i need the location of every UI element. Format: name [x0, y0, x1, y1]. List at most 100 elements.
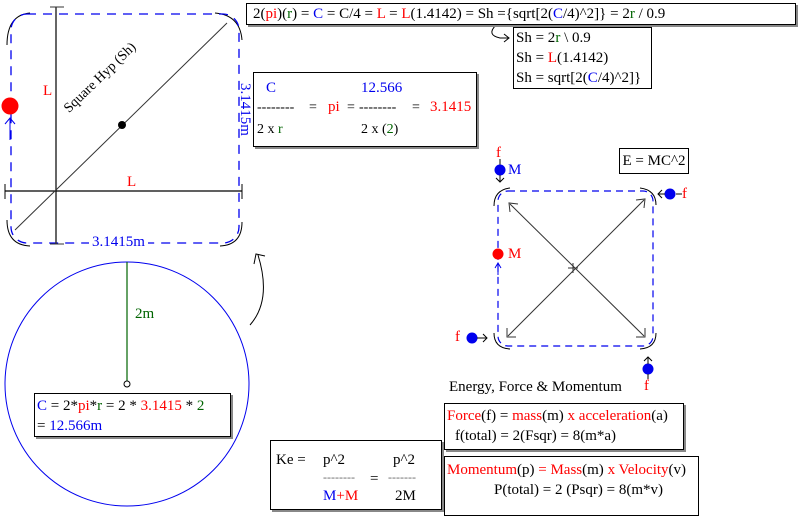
circle-center	[123, 380, 131, 388]
sh-l1r: r	[555, 30, 561, 46]
pi-den-right: 2 x (	[361, 122, 387, 137]
pi-den-left-r: r	[278, 122, 283, 137]
force-m: (m)	[542, 408, 568, 424]
te-p3: ) =	[292, 6, 314, 22]
efm-title: Energy, Force & Momentum	[449, 379, 622, 395]
top-blue-mass	[494, 164, 506, 176]
pi-num-right: 12.566	[361, 80, 403, 96]
bottom-measure: 3.1415m	[89, 235, 148, 250]
cf-c: C	[37, 398, 48, 414]
te-p7: /4)^2]} = 2	[562, 6, 630, 22]
bottom-blue-mass	[642, 363, 654, 375]
mom-word: Momentum	[447, 462, 517, 478]
te-r: r	[287, 6, 293, 22]
hook-arrow	[491, 24, 508, 39]
te-p5: =	[385, 6, 402, 22]
te-p2: )(	[277, 6, 288, 22]
arrowhead-br	[636, 328, 646, 338]
force-acc: acceleration	[578, 408, 652, 424]
cf-eq2: = 2 *	[102, 398, 141, 414]
pi-den-left: 2 x	[257, 122, 278, 137]
cf-times: *	[181, 398, 197, 414]
te-pi: pi	[265, 6, 278, 22]
pi-num-left: C	[266, 80, 277, 96]
force-a: (a)	[651, 408, 668, 424]
left-f-label: f	[455, 329, 460, 345]
momentum-box: Momentum(p) = Mass(m) x Velocity(v) P(to…	[444, 456, 699, 516]
left-m-label: M	[508, 246, 522, 262]
right-arrowhead	[657, 189, 663, 199]
right-f-label: f	[682, 186, 687, 202]
emc-box: E = MC^2	[619, 148, 689, 174]
radius-label: 2m	[135, 306, 155, 322]
sh-l2l: L	[547, 50, 557, 66]
force-x: x	[567, 408, 579, 424]
bottom-arrowhead	[643, 356, 653, 362]
mom-eq: =	[538, 462, 551, 478]
side-label-left: L	[43, 83, 53, 99]
cf-r: r	[97, 398, 103, 414]
diag-arrow-1	[509, 203, 645, 337]
left-arrowhead	[482, 333, 488, 343]
te-l1: L	[376, 6, 386, 22]
cf-star: *	[89, 398, 98, 414]
mom-vel: Velocity	[618, 462, 669, 478]
top-m-label: M	[508, 162, 522, 178]
ke-den2: 2M	[395, 488, 416, 504]
te-p6: (1.4142) = Sh ={sqrt[2(	[410, 6, 553, 22]
pi-den-right-2: 2	[386, 122, 394, 137]
sh-l2b: (1.4142)	[556, 50, 609, 66]
arrowhead-tl	[508, 202, 519, 213]
ke-box: Ke = p^2 -------- M+M = p^2 ------- 2M	[270, 440, 442, 510]
pi-eq1: =	[309, 100, 317, 115]
arrowhead-tr	[635, 198, 646, 209]
pi-dash-right: --------	[359, 100, 397, 115]
circumference-box: C = 2*pi*r = 2 * 3.1415 * 2 = 12.566m	[34, 393, 231, 437]
pi-eq2: =	[347, 100, 355, 115]
sh-l1b: \ 0.9	[560, 30, 591, 46]
te-p8: / 0.9	[634, 6, 666, 22]
red-mass-arrowhead	[4, 117, 16, 125]
force-corner-tl	[493, 187, 511, 207]
hook-arrow-head	[503, 33, 510, 43]
side-label-bottom: L	[127, 174, 137, 190]
arrowhead-bl	[506, 328, 516, 338]
force-word: Force	[447, 408, 482, 424]
right-blue-mass	[664, 188, 676, 200]
sh-l3c: C	[587, 70, 598, 86]
mom-m: (m)	[582, 462, 608, 478]
te-p4: = C/4 =	[323, 6, 377, 22]
top-equation-box: 2(pi)(r) = C = C/4 = L = L(1.4142) = Sh …	[246, 3, 796, 25]
ke-num2: p^2	[393, 452, 416, 468]
mom-mass: Mass	[550, 462, 583, 478]
emc-text: E = MC^2	[622, 153, 686, 169]
te-p1: 2(	[253, 6, 266, 22]
sh-l3b: /4)^2]}	[597, 70, 642, 86]
te-c2: C	[552, 6, 563, 22]
top-f-label: f	[496, 145, 501, 161]
force-f: (f) =	[481, 408, 513, 424]
force-box: Force(f) = mass(m) x acceleration(a) f(t…	[444, 403, 684, 450]
mom-x: x	[607, 462, 619, 478]
pi-eq3: =	[412, 100, 420, 115]
ke-den1-m1: M	[323, 488, 337, 504]
top-arrowhead	[495, 177, 505, 183]
pi-symbol: pi	[328, 99, 340, 115]
cf-eq1: = 2*	[47, 398, 78, 414]
curved-arrow-head	[253, 253, 266, 265]
pi-box: C -------- 2 x r = pi = 12.566 -------- …	[253, 72, 477, 147]
cf-pi: pi	[77, 398, 90, 414]
pi-result: 3.1415	[430, 99, 472, 115]
ke-num1: p^2	[323, 452, 346, 468]
te-l2: L	[401, 6, 411, 22]
curved-arrow	[249, 254, 264, 326]
pi-den-right-b: )	[393, 122, 399, 137]
square-outline	[10, 13, 240, 244]
ke-eq: =	[370, 471, 379, 487]
sh-l1a: Sh = 2	[516, 30, 556, 46]
force-total: f(total) = 2(Fsqr) = 8(m*a)	[455, 428, 617, 445]
left-red-arrowhead	[494, 262, 502, 269]
sh-box: Sh = 2r \ 0.9 Sh = L(1.4142) Sh = sqrt[2…	[513, 27, 652, 89]
ke-dash1: --------	[323, 470, 355, 484]
square-corner-br	[219, 221, 243, 247]
